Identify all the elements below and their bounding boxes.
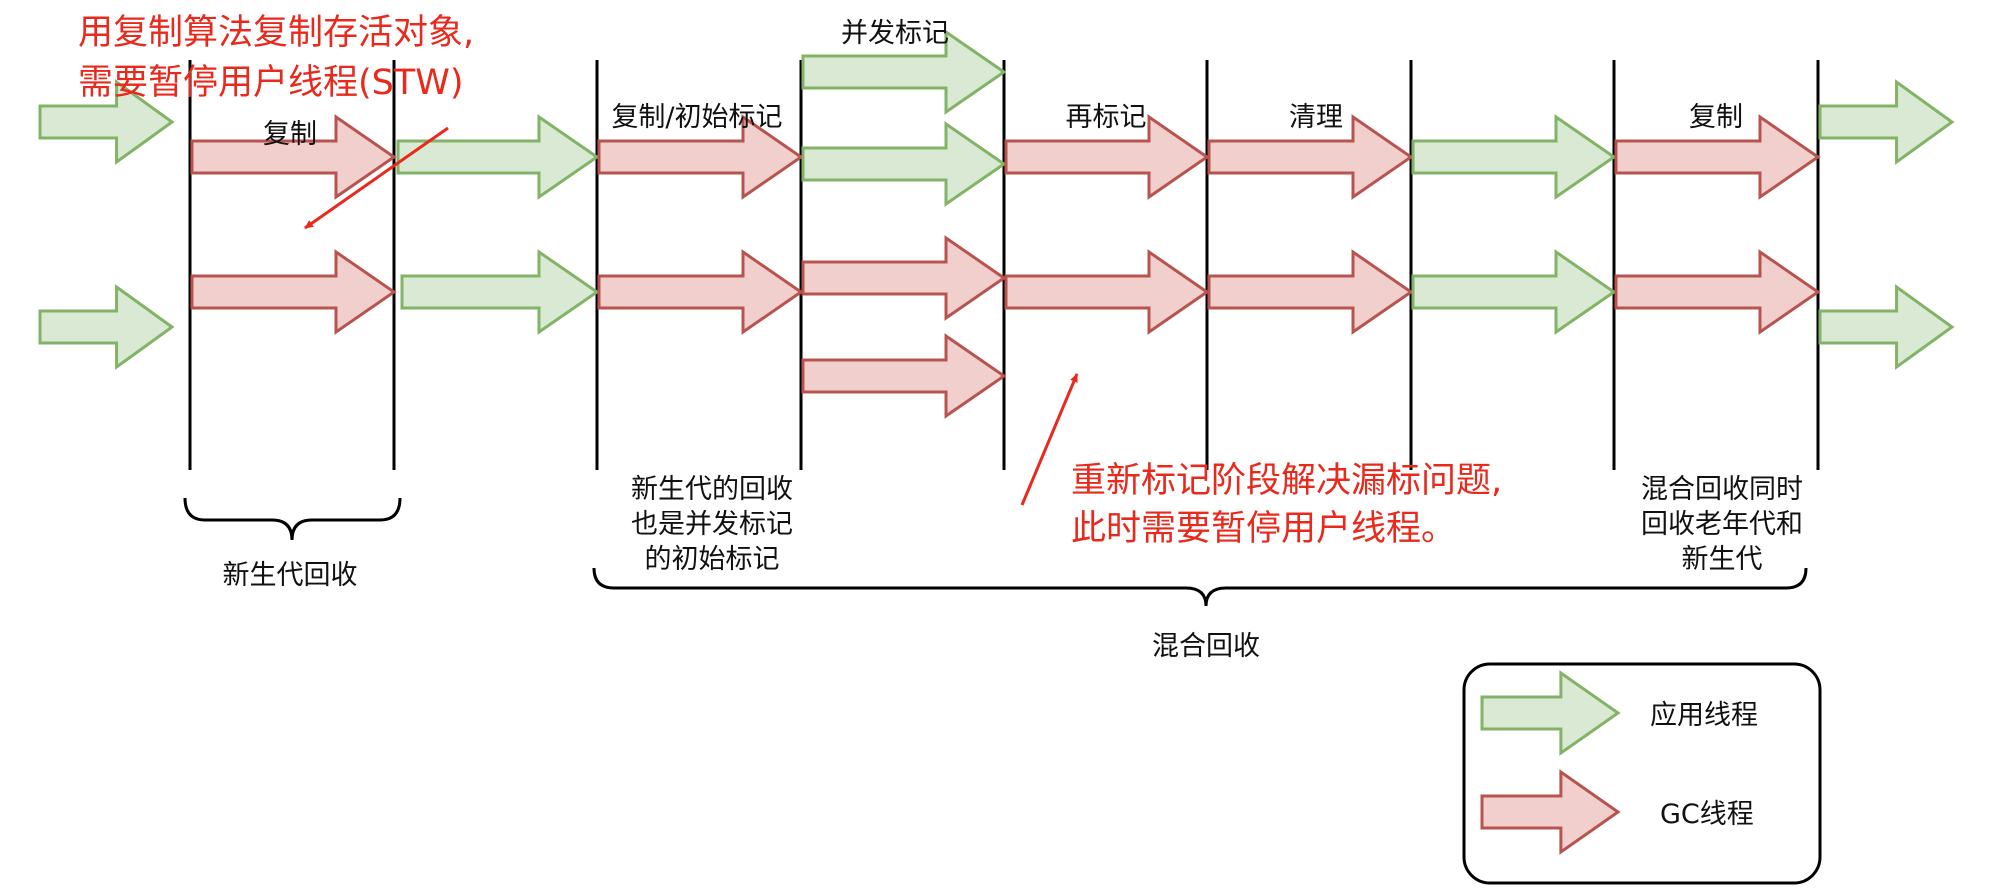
mixed-note-line: 混合回收同时 [1641, 474, 1803, 505]
app-arrow-shape [396, 114, 600, 200]
gc-arrow-shape [190, 249, 397, 335]
app-thread-arrow [396, 114, 600, 200]
gc-thread-arrow [190, 249, 397, 335]
annotation-remark-line: 重新标记阶段解决漏标问题, [1071, 461, 1502, 501]
legend: 应用线程 GC线程 [1462, 662, 1822, 885]
gc-thread-arrow [801, 333, 1007, 419]
app-arrow-shape [801, 29, 1007, 115]
phase-label-copy-initial-mark: 复制/初始标记 [611, 102, 782, 133]
gc-arrow-shape [1207, 249, 1414, 335]
gc-arrow-shape [1004, 249, 1210, 335]
phase-label-concurrent-mark: 并发标记 [841, 18, 949, 49]
annotation-remark-line: 此时需要暂停用户线程。 [1071, 509, 1456, 549]
annotation-copy-pointer [304, 126, 449, 230]
app-thread-arrow [801, 121, 1007, 207]
annotation-copy: 用复制算法复制存活对象, 需要暂停用户线程(STW) [78, 13, 474, 103]
gc-arrow-shape [597, 249, 804, 335]
gc-arrow-shape [1614, 114, 1821, 200]
young-collection-brace [183, 497, 402, 541]
gc-thread-arrow [597, 249, 804, 335]
gc-thread-arrow [597, 114, 804, 200]
app-thread-arrow [38, 284, 175, 370]
app-arrow-shape [801, 121, 1007, 207]
gc-thread-arrow [1004, 114, 1210, 200]
app-arrow-shape [38, 79, 175, 165]
app-arrow-shape [1818, 284, 1955, 370]
initial-mark-note-line: 也是并发标记 [631, 509, 793, 540]
app-arrow-shape [1480, 670, 1621, 756]
app-arrow-shape [1411, 114, 1617, 200]
gc-thread-arrow [1004, 249, 1210, 335]
gc-arrow-shape [1614, 249, 1821, 335]
gc-thread-arrow [1207, 249, 1414, 335]
young-collection-label: 新生代回收 [223, 560, 358, 591]
mixed-note-line: 回收老年代和 [1641, 509, 1803, 540]
annotation-copy-line: 需要暂停用户线程(STW) [78, 63, 464, 103]
gc-arrow-shape [801, 235, 1007, 321]
phase-label-cleanup: 清理 [1289, 102, 1343, 133]
app-thread-arrow [400, 249, 600, 335]
annotation-copy-line: 用复制算法复制存活对象, [78, 13, 474, 53]
app-arrow-shape [400, 249, 600, 335]
annotation-remark-pointer [1020, 373, 1079, 506]
gc-arrow-shape [597, 114, 804, 200]
app-thread-arrow [1411, 249, 1617, 335]
gc-arrow-shape [190, 114, 397, 200]
initial-mark-note-line: 的初始标记 [645, 544, 780, 575]
mixed-collection-brace [592, 567, 1808, 607]
mixed-note-line: 新生代 [1682, 544, 1763, 575]
red-arrow-icon [1480, 769, 1621, 855]
annotation-remark: 重新标记阶段解决漏标问题, 此时需要暂停用户线程。 [1071, 461, 1502, 549]
gc-thread-arrow [1614, 114, 1821, 200]
gc-arrow-shape [1207, 114, 1414, 200]
phase-label-mixed-copy: 复制 [1689, 102, 1743, 133]
legend-app-thread-label: 应用线程 [1650, 700, 1758, 731]
legend-gc-thread-label: GC线程 [1660, 799, 1754, 830]
app-arrow-shape [1818, 79, 1955, 165]
app-thread-arrow [1818, 79, 1955, 165]
phase-boundaries [188, 60, 1820, 470]
app-thread-arrow [801, 29, 1007, 115]
app-thread-arrow [38, 79, 175, 165]
gc-thread-arrow [1614, 249, 1821, 335]
initial-mark-note-line: 新生代的回收 [631, 474, 793, 505]
mixed-note: 混合回收同时 回收老年代和 新生代 [1641, 474, 1803, 575]
phase-label-remark: 再标记 [1066, 102, 1147, 133]
phase-label-copy: 复制 [263, 119, 317, 150]
gc-arrow-shape [1480, 769, 1621, 855]
app-arrow-shape [1411, 249, 1617, 335]
gc-thread-arrow [801, 235, 1007, 321]
app-arrow-shape [38, 284, 175, 370]
gc-thread-arrow [190, 114, 397, 200]
initial-mark-note: 新生代的回收 也是并发标记 的初始标记 [631, 474, 793, 575]
app-thread-arrow [1818, 284, 1955, 370]
gc-thread-arrow [1207, 114, 1414, 200]
mixed-collection-label: 混合回收 [1152, 631, 1260, 662]
app-thread-arrow [1411, 114, 1617, 200]
gc-arrow-shape [1004, 114, 1210, 200]
green-arrow-icon [1480, 670, 1621, 756]
gc-arrow-shape [801, 333, 1007, 419]
